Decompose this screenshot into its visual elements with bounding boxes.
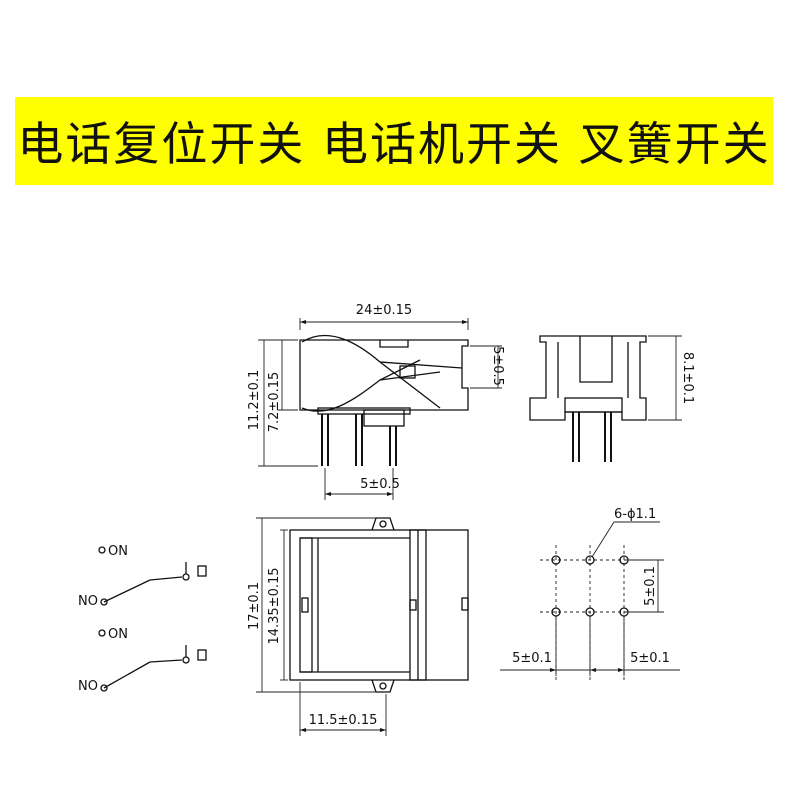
dim-left-partial: 7.2±0.15 [267,372,282,433]
front-view [299,334,469,466]
dim-hole-pitch-h-right: 5±0.1 [630,651,670,666]
hole-pattern-dimensions: 5±0.1 5±0.1 5±0.1 [500,559,680,676]
label-no-upper: NO [78,594,98,609]
dim-hole-pitch-h-left: 5±0.1 [512,651,552,666]
dim-top-width: 24±0.15 [356,303,412,318]
label-on-lower: ON [108,627,128,642]
dim-plan-width: 11.5±0.15 [309,713,378,728]
banner-title: 电话复位开关 电话机开关 叉簧开关 [17,117,771,171]
dim-plan-total: 17±0.1 [247,582,262,630]
front-view-dimensions: 24±0.15 5±0.5 11.2±0.1 7.2±0.15 5±0.5 [247,303,505,500]
dim-right-height: 5±0.5 [490,346,505,386]
side-view-dimensions: 8.1±0.1 [648,335,695,421]
dim-left-total: 11.2±0.1 [247,370,262,431]
dim-side-height: 8.1±0.1 [680,352,695,404]
label-on-upper: ON [108,544,128,559]
label-no-lower: NO [78,679,98,694]
dim-bottom-pin-pitch: 5±0.5 [360,477,400,492]
plan-view-dimensions: 17±0.1 14.35±0.15 11.5±0.15 [247,517,387,736]
switch-schematic: ON NO ON NO [78,544,207,694]
title-banner: 电话复位开关 电话机开关 叉簧开关 [15,97,773,185]
side-view [529,335,647,462]
dim-hole-pitch-v: 5±0.1 [643,566,658,606]
plan-view [289,517,469,693]
dim-holes: 6-ϕ1.1 [614,507,656,522]
dim-plan-partial: 14.35±0.15 [267,567,282,644]
